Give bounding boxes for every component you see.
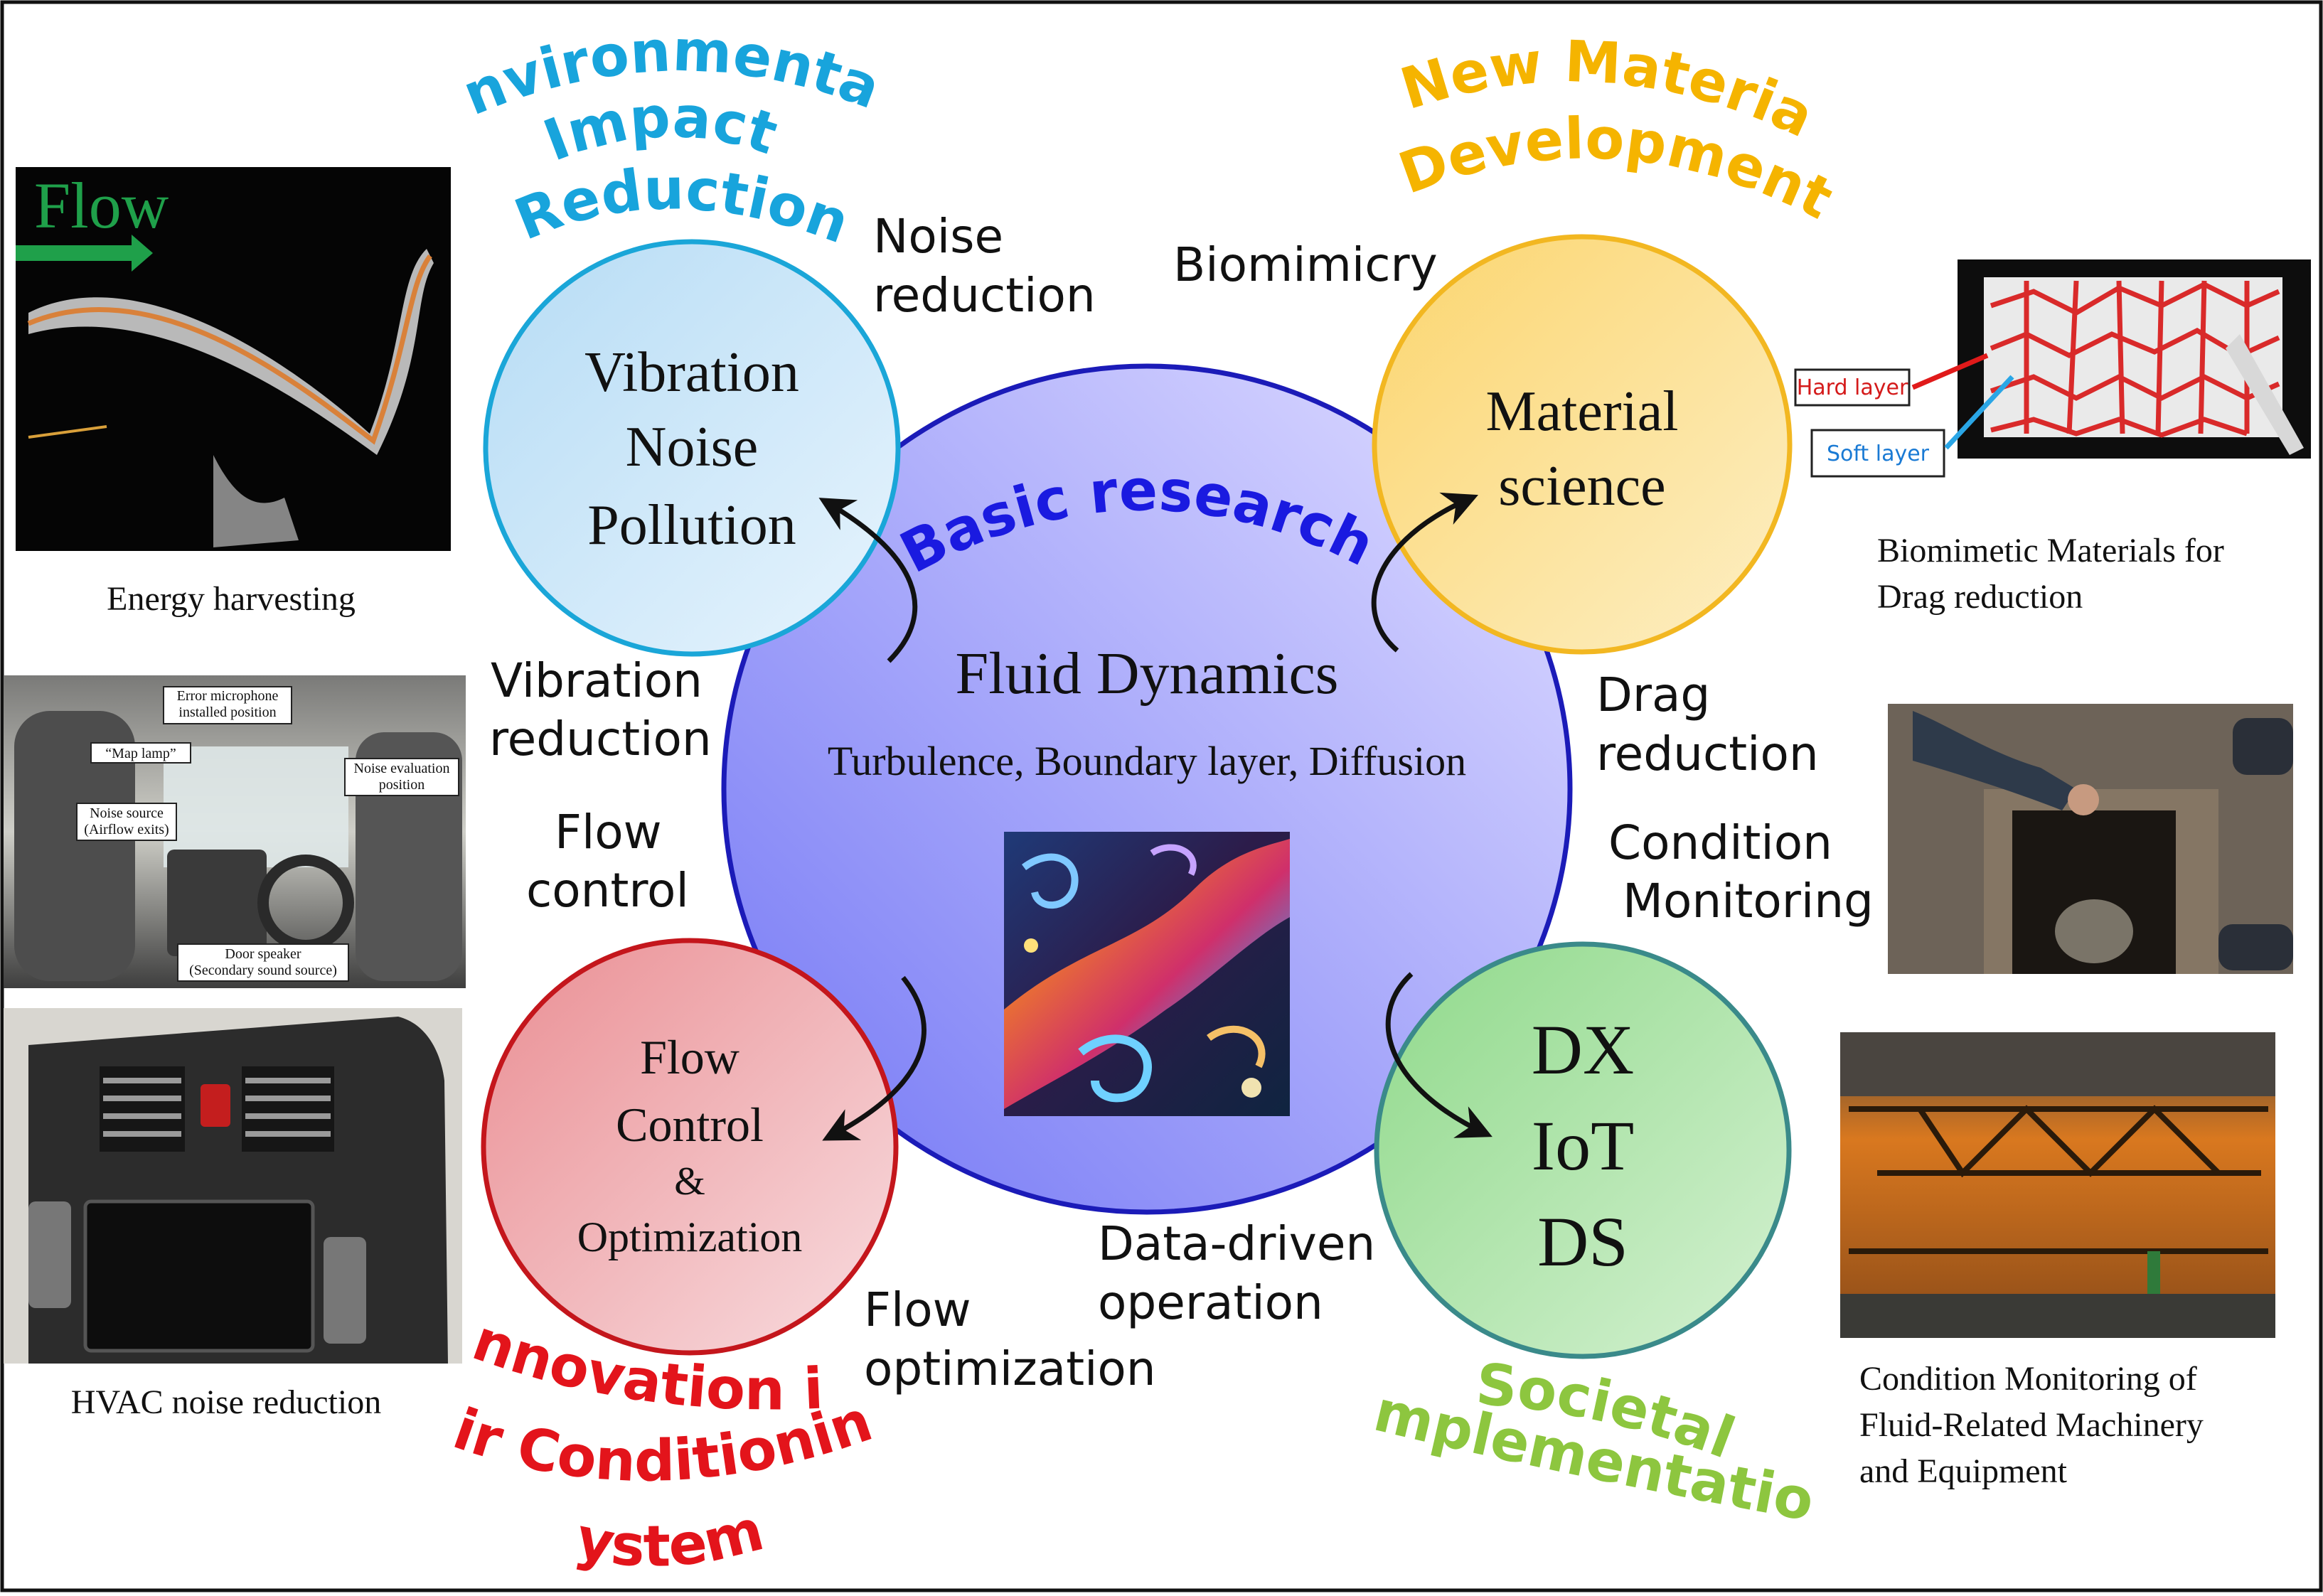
label-biomimicry: Biomimicry: [1173, 237, 1438, 292]
photo-hvac: [4, 1008, 462, 1364]
flow-control-circle: [481, 938, 899, 1356]
vibration-circle: [483, 239, 901, 657]
pipe-valve: [2055, 899, 2133, 963]
caption-energy-harvesting: Energy harvesting: [107, 580, 356, 618]
label-vibration-reduction-2: reduction: [489, 712, 712, 766]
label-data-driven-2: operation: [1098, 1275, 1323, 1330]
photo-manhole: [1888, 704, 2293, 974]
hard-layer-pointer: [1911, 353, 1989, 390]
center-subtitle: Turbulence, Boundary layer, Diffusion: [828, 738, 1466, 784]
flow-arrow-head: [132, 235, 153, 272]
callout-door-speaker-2: (Secondary sound source): [189, 963, 337, 978]
flow-overlay-text: Flow: [34, 169, 169, 242]
caption-biomimetic-2: Drag reduction: [1877, 578, 2083, 616]
label-flow-optimization-1: Flow: [864, 1282, 971, 1337]
photo-machinery: [1840, 1032, 2275, 1338]
photo-biomimetic: Hard layer Soft layer: [1794, 259, 2311, 478]
flow-line-4: Optimization: [577, 1214, 803, 1260]
label-flow-optimization-2: optimization: [864, 1341, 1156, 1396]
callout-noise-source-1: Noise source: [90, 805, 164, 821]
caption-machinery-3: and Equipment: [1859, 1452, 2068, 1490]
label-flow-control-2: control: [526, 863, 689, 918]
center-title: Fluid Dynamics: [956, 641, 1339, 707]
inspector-arm: [1913, 711, 2076, 810]
fluid-art-image: [1004, 832, 1290, 1116]
label-flow-control-1: Flow: [555, 805, 662, 859]
callout-map-lamp: “Map lamp”: [105, 746, 176, 761]
arrows: [818, 492, 1492, 1141]
callout-error-mic-2: installed position: [178, 705, 276, 720]
hvac-screen: [83, 1199, 315, 1353]
caption-biomimetic-1: Biomimetic Materials for: [1877, 532, 2224, 569]
caption-machinery-1: Condition Monitoring of: [1859, 1360, 2197, 1398]
label-vibration-reduction-1: Vibration: [491, 653, 703, 708]
flow-line-1: Flow: [640, 1030, 739, 1084]
vibration-line-1: Vibration: [584, 341, 799, 404]
photo-energy-harvesting: Flow: [16, 167, 451, 551]
flow-small-arrow: [28, 425, 107, 439]
material-circle: [1372, 234, 1793, 655]
callout-door-speaker-1: Door speaker: [225, 946, 301, 962]
label-noise-reduction-2: reduction: [873, 268, 1096, 323]
probe-tool: [2226, 334, 2304, 455]
dx-line-1: DX: [1532, 1010, 1634, 1089]
vibration-line-2: Noise: [626, 416, 759, 478]
caption-hvac: HVAC noise reduction: [71, 1383, 381, 1421]
arrow-to-vibration: [818, 498, 918, 663]
label-condition-monitoring-1: Condition: [1608, 815, 1832, 870]
worker-figure: [2147, 1251, 2160, 1294]
dx-line-3: DS: [1537, 1202, 1628, 1281]
arrow-to-dx: [1385, 972, 1492, 1138]
callout-noise-source-2: (Airflow exits): [84, 822, 169, 837]
dx-line-2: IoT: [1532, 1106, 1634, 1185]
soft-layer-label: Soft layer: [1827, 441, 1930, 466]
flow-line-2: Control: [616, 1098, 764, 1152]
hazard-button: [201, 1084, 230, 1127]
caption-machinery-2: Fluid-Related Machinery: [1859, 1406, 2204, 1444]
label-noise-reduction-1: Noise: [873, 209, 1003, 264]
basic-research-circle: [721, 363, 1573, 1215]
callout-error-mic-1: Error microphone: [177, 688, 279, 704]
label-drag-reduction-1: Drag: [1596, 668, 1710, 722]
hard-layer-label: Hard layer: [1797, 375, 1908, 400]
soft-layer-pointer: [1944, 375, 2014, 450]
photo-car-interior: Error microphone installed position “Map…: [4, 675, 466, 988]
label-data-driven-1: Data-driven: [1098, 1216, 1375, 1271]
flow-arrow-shaft: [16, 245, 133, 261]
flow-line-3: &: [674, 1159, 705, 1204]
callout-noise-eval-1: Noise evaluation: [354, 761, 450, 776]
material-line-1: Material: [1486, 380, 1679, 443]
label-condition-monitoring-2: Monitoring: [1623, 874, 1874, 928]
callout-noise-eval-2: position: [379, 777, 424, 793]
dx-circle: [1374, 941, 1792, 1359]
material-line-2: science: [1498, 455, 1665, 518]
label-drag-reduction-2: reduction: [1596, 727, 1819, 781]
arrow-to-material: [1371, 492, 1479, 653]
arrow-to-flow: [822, 975, 926, 1141]
vibration-line-3: Pollution: [587, 494, 796, 557]
